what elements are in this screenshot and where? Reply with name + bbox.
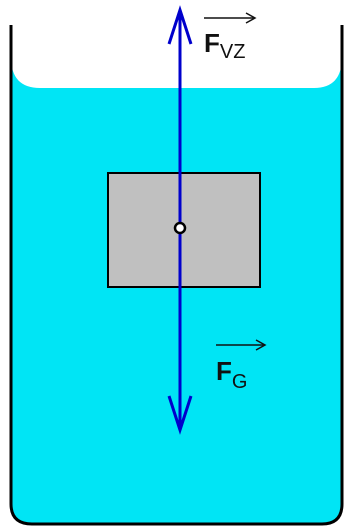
gravity-force-label: FG bbox=[216, 339, 267, 393]
center-point bbox=[173, 221, 187, 235]
gravity-force-subscript: G bbox=[232, 371, 248, 393]
gravity-force-vector-tip bbox=[255, 339, 267, 351]
gravity-force-arrowhead bbox=[167, 395, 193, 435]
buoyant-force-label: FVZ bbox=[204, 12, 257, 63]
buoyant-force-vector-tip bbox=[245, 12, 257, 24]
gravity-force-symbol: F bbox=[216, 356, 232, 386]
buoyant-force-arrowhead bbox=[167, 5, 193, 45]
gravity-force-text: FG bbox=[216, 356, 247, 393]
buoyant-force-subscript: VZ bbox=[220, 41, 246, 63]
liquid bbox=[11, 57, 342, 524]
vessel bbox=[9, 25, 344, 526]
buoyant-force-symbol: F bbox=[204, 28, 220, 58]
force-arrows bbox=[167, 5, 193, 435]
buoyant-force-text: FVZ bbox=[204, 28, 245, 63]
